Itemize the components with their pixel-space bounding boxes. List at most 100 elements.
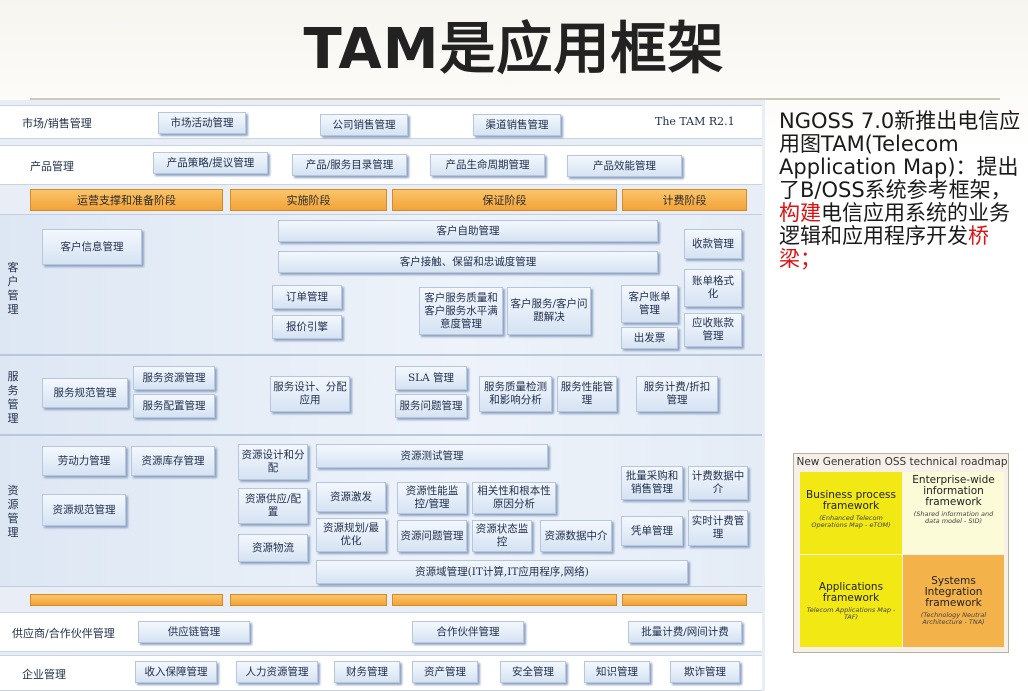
row-label-product: 产品管理 [30,160,74,173]
quadrant-sub: (Enhanced Telecom Operations Map - eTOM) [811,514,891,529]
box-service-quality-monitor: 服务质量检测和影响分析 [479,376,552,412]
row-enterprise: 企业管理 收入保障管理 人力资源管理 财务管理 资产管理 安全管理 知识管理 欺… [0,655,762,691]
box-bulk-trade: 批量采购和销售管理 [621,466,683,500]
box-service-quality-satisfaction: 客户服务质量和客户服务水平满意度管理 [419,287,503,335]
phase-bar-lower-4 [622,594,747,606]
box-knowledge: 知识管理 [584,661,650,683]
phase-assurance: 保证阶段 [392,189,617,211]
box-market-1: 市场活动管理 [158,112,246,134]
box-workforce: 劳动力管理 [42,446,126,476]
roadmap-title: New Generation OSS technical roadmap [796,456,1008,468]
description-highlight-bridge: 桥梁 [779,224,989,271]
box-service-resource: 服务资源管理 [133,366,215,390]
description-text: NGOSS 7.0新推出电信应用图TAM(Telecom Application… [779,110,1024,271]
box-product-2: 产品/服务目录管理 [292,154,407,176]
box-service-spec: 服务规范管理 [42,378,128,408]
row-label-enterprise: 企业管理 [22,668,66,681]
box-resource-domain: 资源域管理(IT计算,IT应用程序,网络) [316,560,688,584]
tam-version: The TAM R2.1 [655,115,735,128]
box-resource-design: 资源设计和分配 [238,444,308,480]
quadrant-systems-integration: Systems Integration framework (Technolog… [903,555,1004,647]
box-resource-status: 资源状态监控 [472,520,532,552]
row-product: 产品管理 产品策略/提议管理 产品/服务目录管理 产品生命周期管理 产品效能管理 [0,145,762,185]
box-customer-selfservice: 客户自助管理 [278,220,658,242]
box-product-1: 产品策略/提议管理 [153,152,268,174]
box-customer-retention: 客户接触、保留和忠诚度管理 [278,251,658,273]
box-bill-format: 账单格式化 [684,269,742,307]
box-service-charging: 服务计费/折扣管理 [636,376,718,412]
row-market: 市场/销售管理 市场活动管理 公司销售管理 渠道销售管理 The TAM R2.… [0,105,762,139]
box-partner: 合作伙伴管理 [412,621,524,643]
quadrant-sub: Telecom Applications Map - TAF) [806,606,896,621]
box-finance: 财务管理 [334,661,400,683]
description-highlight-build: 构建 [779,201,821,225]
box-resource-inventory: 资源库存管理 [131,446,215,476]
box-market-2: 公司销售管理 [320,114,408,136]
box-root-cause: 相关性和根本性原因分析 [472,482,556,514]
box-product-3: 产品生命周期管理 [430,154,545,176]
oss-roadmap-figure: New Generation OSS technical roadmap Bus… [793,453,1009,653]
description-part2: 电信应用系统的业务逻辑和应用程序开发 [779,201,1010,248]
box-resource-spec: 资源规范管理 [42,494,126,526]
box-sla: SLA 管理 [395,366,467,390]
quadrant-information: Enterprise-wide information framework (S… [903,472,1004,554]
box-resource-planning: 资源规划/最优化 [316,518,386,552]
box-order-mgmt: 订单管理 [272,285,342,309]
box-voucher: 凭单管理 [621,516,683,546]
box-interconnect-billing: 批量计费/网间计费 [628,621,742,643]
row-label-supplier: 供应商/合作伙伴管理 [12,627,115,640]
row-resource: 资源管理 劳动力管理 资源库存管理 资源规范管理 资源设计和分配 资源测试管理 … [0,434,762,587]
quadrant-heading: Applications framework [818,581,884,604]
phase-billing: 计费阶段 [622,189,747,211]
box-customer-info: 客户信息管理 [42,229,142,265]
box-market-3: 渠道销售管理 [473,114,561,136]
box-service-problem: 服务问题管理 [395,394,467,418]
quadrant-applications: Applications framework Telecom Applicati… [800,555,902,647]
box-resource-activation: 资源激发 [316,482,386,512]
row-label-resource: 资源管理 [7,484,19,539]
box-resource-test: 资源测试管理 [316,444,548,468]
box-billing-mediation: 计费数据中介 [688,466,748,500]
box-quote-engine: 报价引擎 [272,315,342,339]
phase-bar-lower-2 [230,594,387,606]
row-supplier: 供应商/合作伙伴管理 供应链管理 合作伙伴管理 批量计费/网间计费 [0,612,762,652]
box-problem-resolution: 客户服务/客户问题解决 [507,287,591,335]
box-realtime-charging: 实时计费管理 [688,510,748,546]
box-asset: 资产管理 [412,661,478,683]
box-revenue-assurance: 收入保障管理 [135,661,217,683]
phase-operations: 运营支撑和准备阶段 [30,189,223,211]
box-collection: 收款管理 [684,229,742,259]
box-resource-data-mediation: 资源数据中介 [540,520,612,552]
row-service: 服务管理 服务规范管理 服务资源管理 服务配置管理 服务设计、分配应用 SLA … [0,354,762,437]
box-resource-provisioning: 资源供应/配置 [238,488,308,524]
title-divider [30,98,1000,100]
description-part3: ； [800,247,821,271]
quadrant-heading: Business process framework [806,489,896,512]
description-part1: NGOSS 7.0新推出电信应用图TAM(Telecom Application… [779,109,1021,202]
row-label-market: 市场/销售管理 [22,117,92,130]
quadrant-sub: (Shared information and data model - SID… [913,510,994,525]
box-customer-bill: 客户账单管理 [621,285,678,323]
row-label-service: 服务管理 [7,370,19,425]
box-resource-performance: 资源性能监控/管理 [397,482,467,514]
quadrant-heading: Systems Integration framework [924,575,983,609]
box-fraud: 欺诈管理 [670,661,740,683]
quadrant-business-process: Business process framework (Enhanced Tel… [800,472,902,554]
quadrant-heading: Enterprise-wide information framework [912,474,995,508]
box-resource-problem: 资源问题管理 [397,520,467,552]
box-supply-chain: 供应链管理 [138,621,250,643]
box-resource-logistics: 资源物流 [238,534,308,562]
phase-fulfillment: 实施阶段 [230,189,387,211]
box-service-performance: 服务性能管理 [557,376,617,412]
slide-title: TAM是应用框架 [303,17,725,82]
box-hr: 人力资源管理 [236,661,318,683]
box-security: 安全管理 [500,661,566,683]
box-invoicing: 出发票 [621,327,678,349]
box-product-4: 产品效能管理 [567,155,682,177]
phase-bar-lower-1 [30,594,223,606]
quadrant-sub: (Technology Neutral Architecture - TNA) [920,611,987,626]
phase-bar-lower-3 [392,594,617,606]
row-label-customer: 客户管理 [7,261,19,316]
box-receivables: 应收账款管理 [684,313,742,347]
tam-diagram: 市场/销售管理 市场活动管理 公司销售管理 渠道销售管理 The TAM R2.… [0,100,765,691]
